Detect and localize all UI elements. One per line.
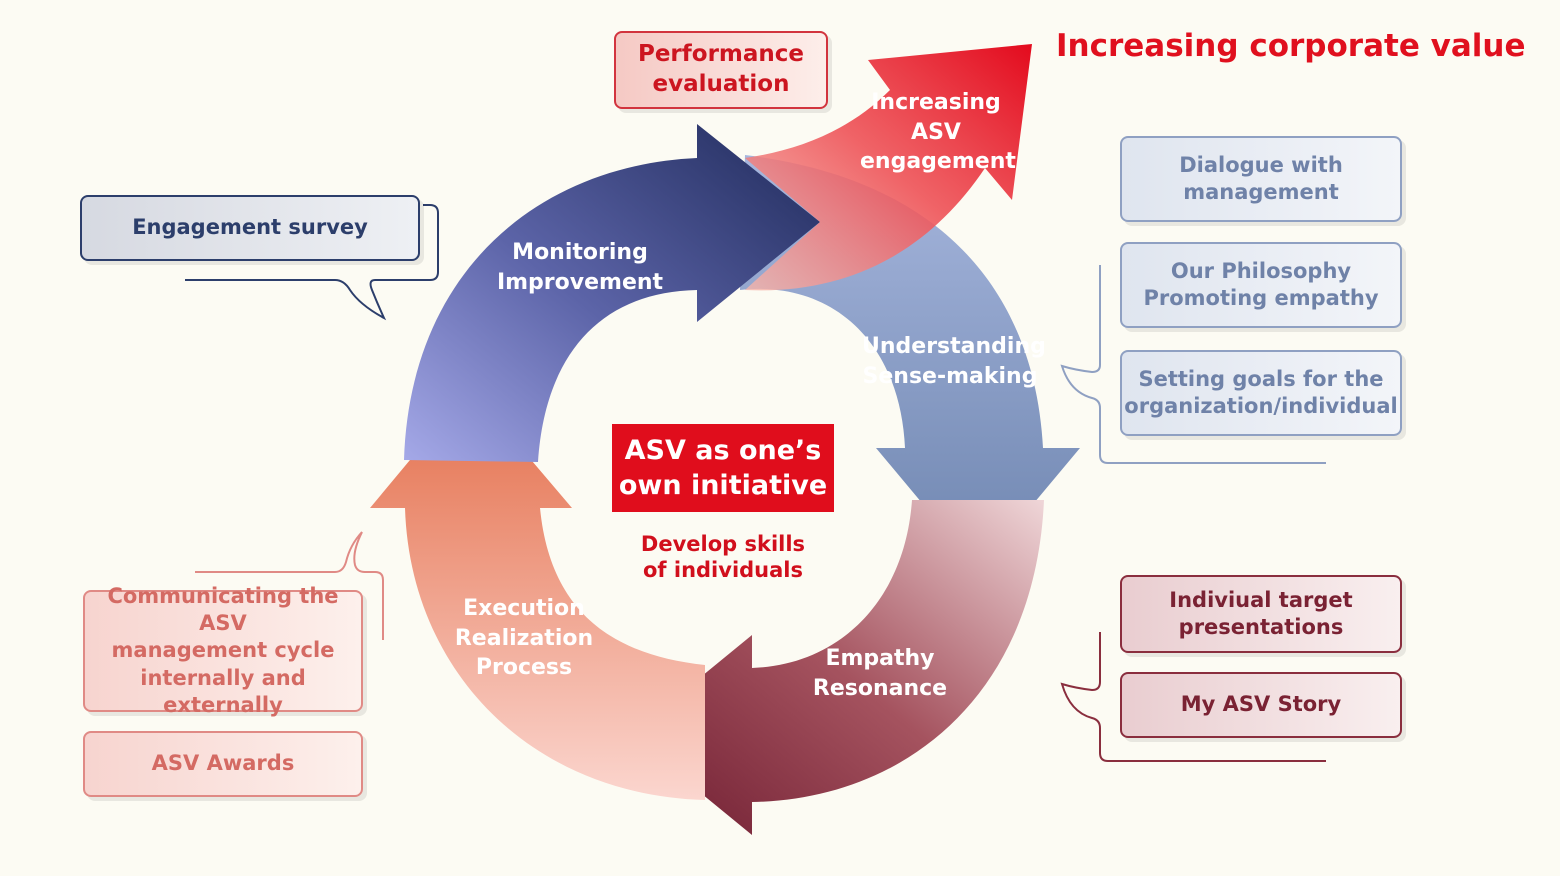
engagement-bubble-outline xyxy=(185,204,439,321)
center-box: ASV as one’s own initiative xyxy=(612,424,834,512)
my-asv-story-box: My ASV Story xyxy=(1120,672,1402,738)
execution-label: Execution Realization Process xyxy=(454,596,594,681)
empathy-label: Empathy Resonance xyxy=(812,646,948,701)
dialogue-box: Dialogue with management xyxy=(1120,136,1402,222)
monitoring-label: Monitoring Improvement xyxy=(496,240,664,295)
communicating-box: Communicating the ASV management cycle i… xyxy=(83,584,363,717)
center-subtitle: Develop skills of individuals xyxy=(640,532,806,583)
execution-arrow xyxy=(370,388,705,800)
philosophy-box: Our Philosophy Promoting empathy xyxy=(1120,242,1402,328)
blue-group-bracket xyxy=(1060,265,1326,464)
target-presentations-box: Indiviual target presentations xyxy=(1120,575,1402,653)
growth-arrow-label: Increasing ASV engagement xyxy=(860,90,1016,175)
goals-box: Setting goals for the organization/indiv… xyxy=(1120,350,1402,436)
monitoring-arrow xyxy=(404,124,820,462)
page-title: Increasing corporate value xyxy=(1056,28,1526,64)
engagement-survey-box: Engagement survey xyxy=(80,195,420,261)
empathy-arrow xyxy=(630,500,1044,835)
communicating-bubble-outline xyxy=(195,531,384,640)
asv-awards-box: ASV Awards xyxy=(83,731,363,797)
understanding-label: Understanding Sense-making xyxy=(862,334,1046,389)
growth-arrow xyxy=(745,44,1032,291)
performance-evaluation-box: Performance evaluation xyxy=(614,31,828,109)
center-main-text: ASV as one’s own initiative xyxy=(618,434,828,501)
maroon-group-bracket xyxy=(1060,632,1326,762)
